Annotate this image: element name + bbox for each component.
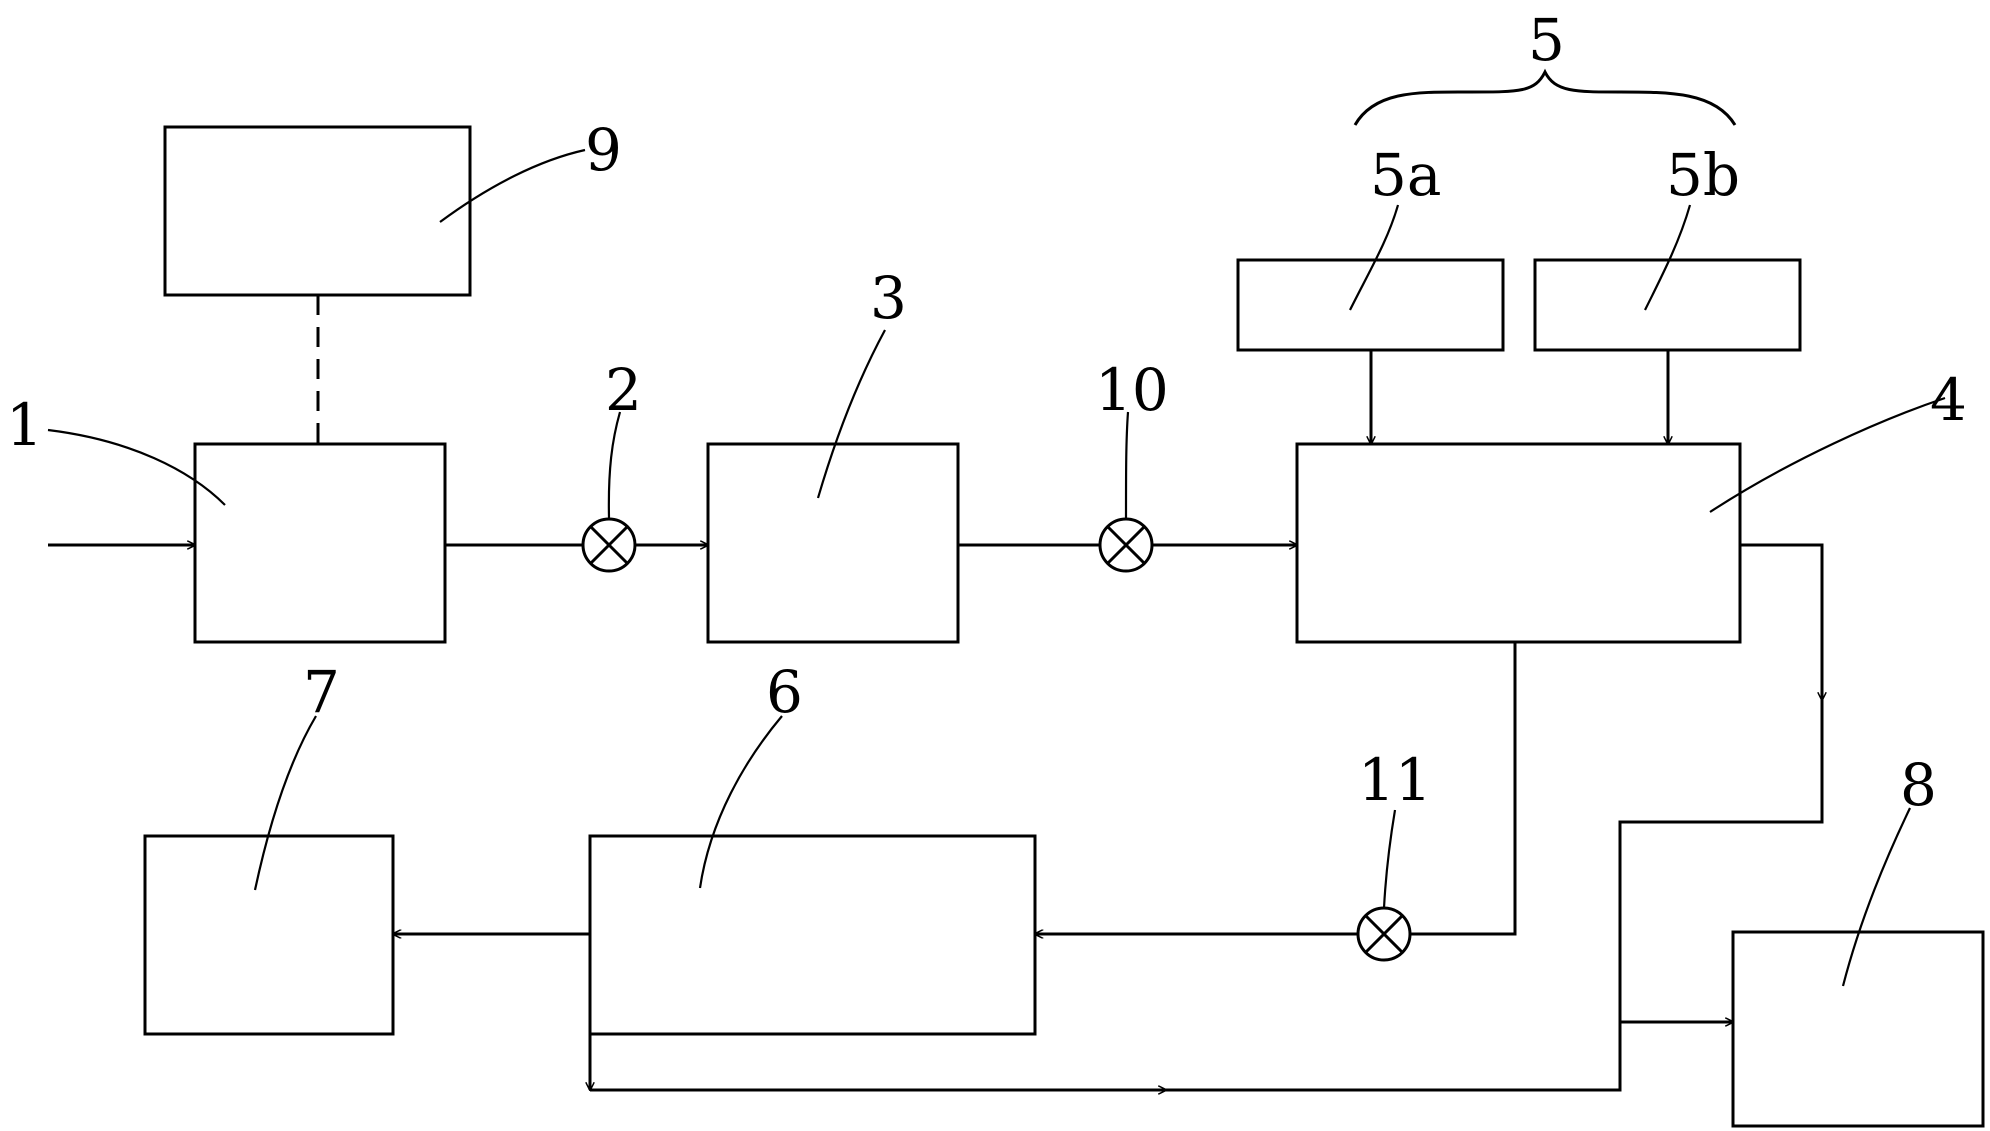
label-7: 7	[303, 658, 340, 726]
flow-to-8	[1618, 700, 1824, 1022]
box-8	[1731, 930, 1985, 1128]
leader-8	[1841, 807, 1911, 987]
leader-7	[253, 715, 317, 891]
valve-11	[1356, 906, 1412, 962]
box-5a	[1236, 258, 1505, 352]
label-8: 8	[1900, 751, 1937, 819]
label-11: 11	[1358, 746, 1432, 814]
leader-5b	[1644, 204, 1692, 311]
valve-10	[1098, 517, 1154, 573]
label-4: 4	[1930, 366, 1967, 434]
label-2: 2	[605, 356, 642, 424]
valve-2	[581, 517, 637, 573]
label-3: 3	[870, 264, 907, 332]
leader-2	[607, 411, 622, 519]
leader-10	[1124, 411, 1130, 519]
label-9: 9	[585, 116, 622, 184]
leader-11	[1382, 809, 1397, 909]
brace-5	[1353, 68, 1737, 126]
flow-4-bottom-outlet	[1410, 642, 1517, 936]
label-5b: 5b	[1666, 141, 1740, 209]
leader-6	[698, 715, 783, 889]
box-1	[193, 442, 447, 644]
flow-6-bottom-to-8-line	[590, 1022, 1622, 1092]
box-3	[706, 442, 960, 644]
label-6: 6	[766, 658, 803, 726]
label-1: 1	[6, 391, 43, 459]
label-10: 10	[1095, 356, 1169, 424]
box-4	[1295, 442, 1742, 644]
box-5b	[1533, 258, 1802, 352]
leader-4	[1709, 396, 1946, 513]
box-6	[588, 834, 1037, 1036]
box-9	[163, 125, 472, 297]
leader-5a	[1349, 204, 1400, 311]
label-5a: 5a	[1370, 141, 1441, 209]
leader-9	[439, 148, 586, 223]
leader-1	[47, 428, 226, 506]
label-5: 5	[1528, 6, 1565, 74]
box-7	[143, 834, 395, 1036]
leader-3	[816, 329, 886, 499]
flow-4-right-outlet	[1740, 543, 1822, 700]
